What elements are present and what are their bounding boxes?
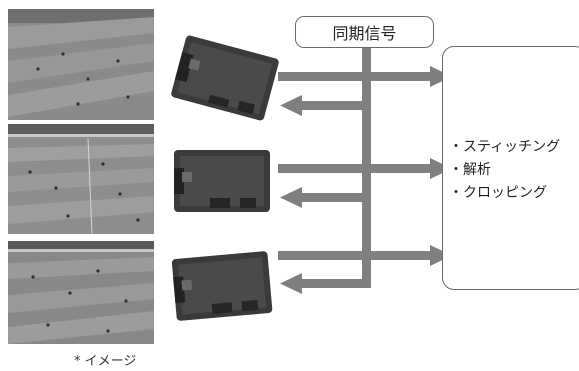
output-arrowhead-1 bbox=[430, 66, 452, 87]
output-arrow-shaft-3 bbox=[278, 251, 430, 260]
processing-item-analysis: ・解析 bbox=[449, 162, 491, 178]
stadium-image-2 bbox=[8, 124, 154, 234]
stadium-image-3 bbox=[8, 241, 154, 344]
sync-arrow-shaft-3 bbox=[302, 279, 371, 288]
camera-icon-1 bbox=[171, 35, 279, 121]
output-arrowhead-2 bbox=[430, 158, 452, 179]
sync-signal-label: 同期信号 bbox=[332, 24, 397, 43]
processing-box bbox=[442, 46, 579, 290]
sync-arrow-shaft-1 bbox=[302, 101, 364, 110]
processing-item-cropping: ・クロッピング bbox=[449, 185, 547, 201]
output-arrow-shaft-1 bbox=[278, 72, 430, 81]
camera-icon-3 bbox=[171, 251, 273, 321]
output-arrow-shaft-2 bbox=[278, 164, 430, 173]
camera-icon-2 bbox=[174, 150, 270, 212]
sync-arrow-shaft-2 bbox=[302, 193, 364, 202]
processing-item-stitching: ・スティッチング bbox=[449, 139, 561, 155]
sync-arrowhead-1 bbox=[280, 95, 302, 116]
sync-arrowhead-2 bbox=[280, 187, 302, 208]
image-caption: * イメージ bbox=[74, 354, 137, 369]
sync-signal-box: 同期信号 bbox=[295, 16, 434, 48]
stadium-image-1 bbox=[8, 9, 154, 120]
processing-list: ・スティッチング ・解析 ・クロッピング bbox=[449, 136, 560, 205]
sync-arrowhead-3 bbox=[280, 273, 302, 294]
output-arrowhead-3 bbox=[430, 245, 452, 266]
